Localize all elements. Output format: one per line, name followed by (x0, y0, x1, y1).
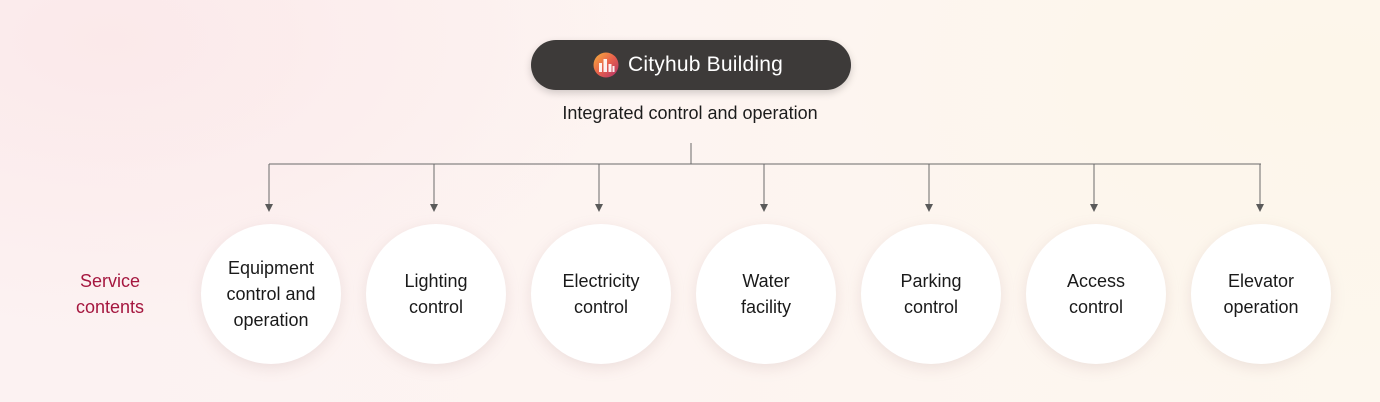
service-node-lighting: Lighting control (366, 224, 506, 364)
service-node-equipment: Equipment control and operation (201, 224, 341, 364)
service-contents-label: Service contents (75, 271, 145, 317)
service-node-parking: Parking control (861, 224, 1001, 364)
building-title: Cityhub Building (628, 53, 783, 76)
service-node-label: Elevator operation (1223, 271, 1299, 317)
cityhub-logo-icon (593, 52, 619, 78)
service-node-electricity: Electricity control (531, 224, 671, 364)
branch-arrows (265, 164, 1264, 212)
service-node-label: Lighting control (404, 271, 468, 317)
service-node-label: Equipment control and operation (226, 258, 316, 330)
service-node-label: Parking control (900, 271, 962, 317)
service-node-water: Water facility (696, 224, 836, 364)
service-node-label: Water facility (740, 271, 791, 317)
service-node-label: Electricity control (562, 271, 640, 317)
service-node-access: Access control (1026, 224, 1166, 364)
building-title-pill: Cityhub Building (531, 40, 851, 90)
service-node-label: Access control (1066, 271, 1126, 317)
diagram-subtitle: Integrated control and operation (562, 103, 818, 123)
service-node-elevator: Elevator operation (1191, 224, 1331, 364)
